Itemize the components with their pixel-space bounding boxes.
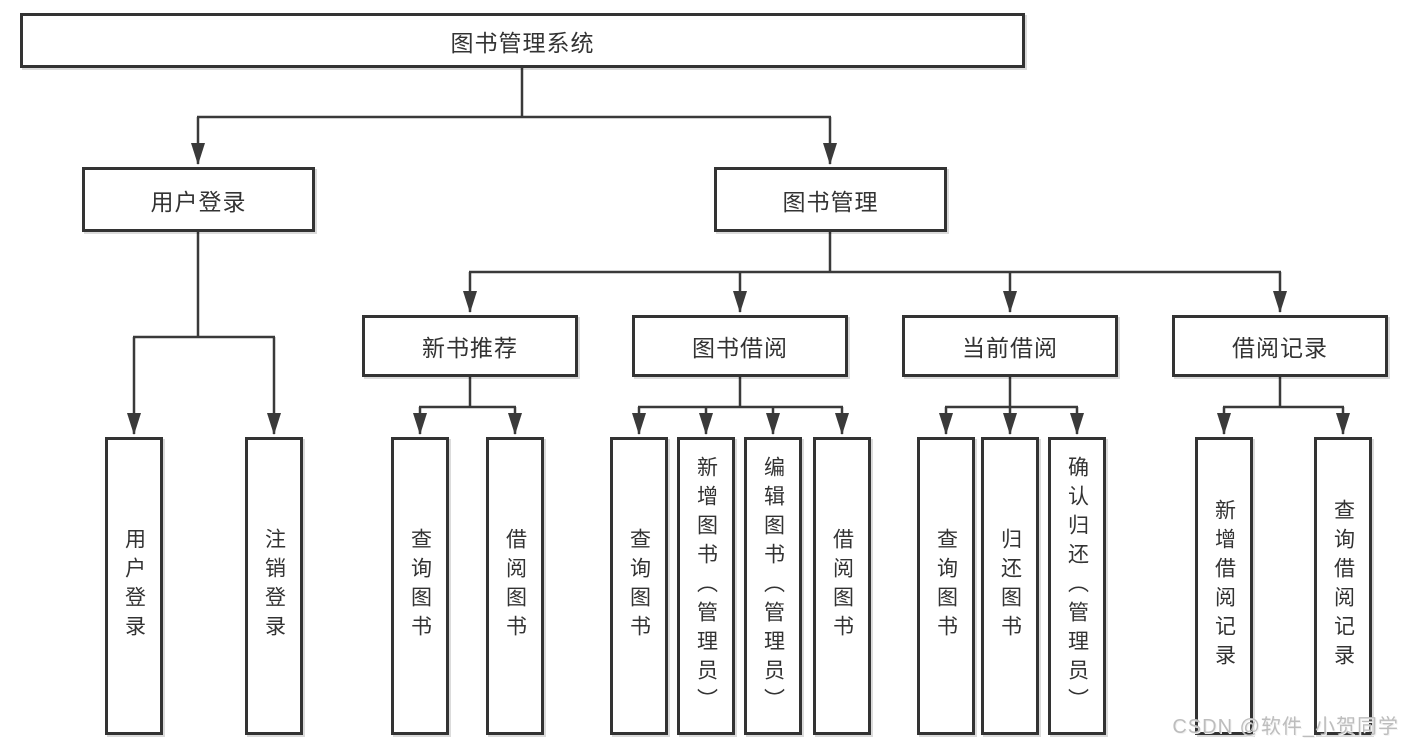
leaf-user-login: 用户登录	[105, 437, 163, 735]
leaf-borrow-book: 借阅图书	[813, 437, 871, 735]
node-user-login: 用户登录	[82, 167, 315, 232]
leaf-add-book-admin: 新增图书（管理员）	[677, 437, 735, 735]
leaf-logout: 注销登录	[245, 437, 303, 735]
leaf-query-book-current: 查询图书	[917, 437, 975, 735]
leaf-add-borrow-record: 新增借阅记录	[1195, 437, 1253, 735]
leaf-return-book: 归还图书	[981, 437, 1039, 735]
node-current-borrow: 当前借阅	[902, 315, 1118, 377]
leaf-query-book-recommend: 查询图书	[391, 437, 449, 735]
leaf-query-borrow-record: 查询借阅记录	[1314, 437, 1372, 735]
node-book-borrow: 图书借阅	[632, 315, 848, 377]
leaf-edit-book-admin: 编辑图书（管理员）	[744, 437, 802, 735]
node-book-management: 图书管理	[714, 167, 947, 232]
leaf-borrow-book-recommend: 借阅图书	[486, 437, 544, 735]
leaf-confirm-return-admin: 确认归还（管理员）	[1048, 437, 1106, 735]
node-root-library-system: 图书管理系统	[20, 13, 1025, 68]
node-new-book-recommend: 新书推荐	[362, 315, 578, 377]
leaf-query-book-borrow: 查询图书	[610, 437, 668, 735]
node-borrow-records: 借阅记录	[1172, 315, 1388, 377]
csdn-watermark: CSDN @软件_小贺同学	[1172, 716, 1399, 738]
